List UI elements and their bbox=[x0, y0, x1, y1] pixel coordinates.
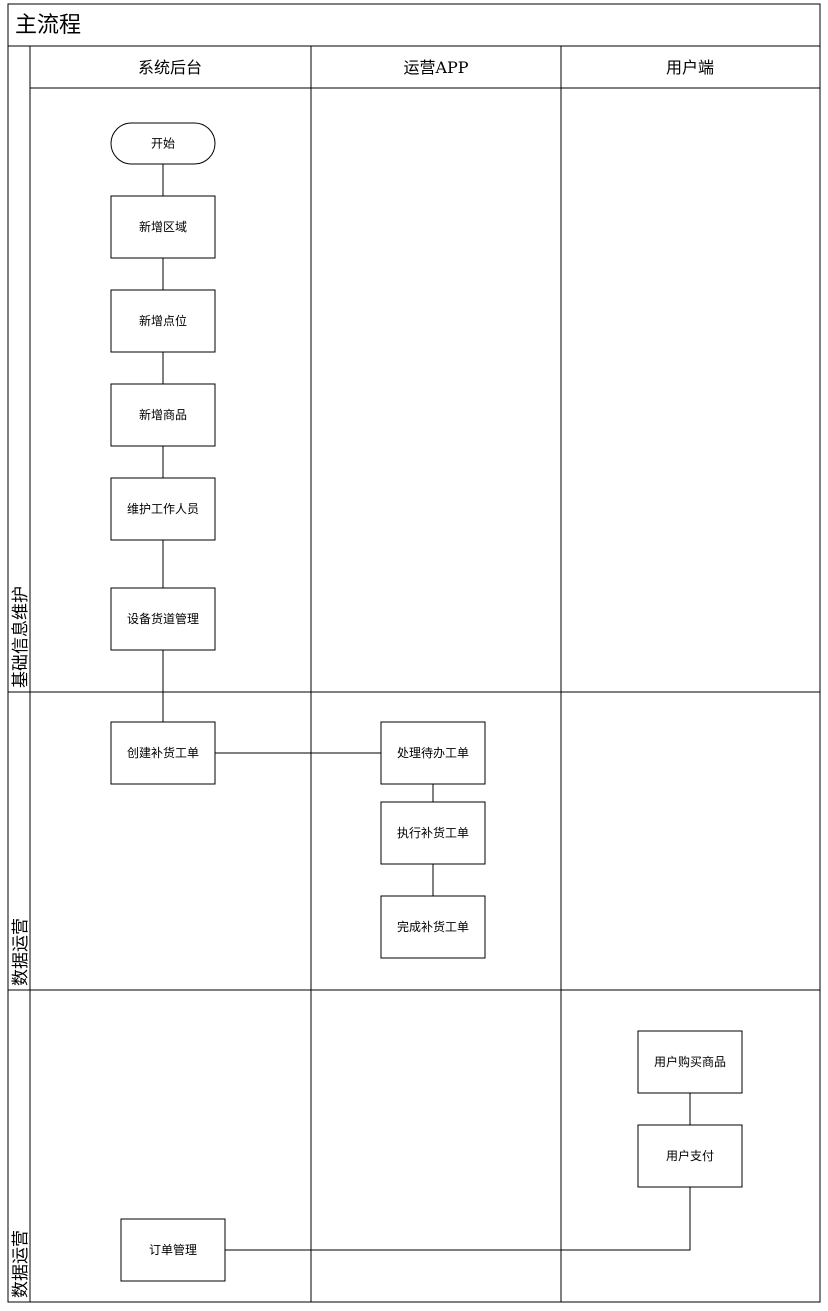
node-order-manage bbox=[120, 1218, 226, 1282]
node-create-order bbox=[110, 721, 216, 785]
lane-header-backend: 系统后台 bbox=[138, 58, 202, 77]
node-user-pay bbox=[637, 1124, 743, 1188]
node-order-manage-label: 订单管理 bbox=[149, 1242, 197, 1257]
node-create-order-label: 创建补货工单 bbox=[127, 745, 199, 760]
node-handle-pending-label: 处理待办工单 bbox=[397, 745, 469, 760]
node-maintain-staff-label: 维护工作人员 bbox=[127, 502, 199, 516]
node-add-product bbox=[110, 383, 216, 447]
node-add-area bbox=[110, 195, 216, 259]
node-start bbox=[110, 122, 216, 165]
stage-label-data-ops-1: 数据运营 bbox=[11, 918, 31, 986]
lane-header-user: 用户端 bbox=[666, 58, 714, 77]
node-device-channel-label: 设备货道管理 bbox=[127, 611, 199, 626]
outer-frame bbox=[7, 3, 821, 1303]
node-execute-order bbox=[380, 801, 486, 865]
node-user-buy-label: 用户购买商品 bbox=[654, 1054, 726, 1069]
node-add-area-label: 新增区域 bbox=[139, 219, 187, 234]
node-start-label: 开始 bbox=[151, 137, 175, 151]
node-add-point-label: 新增点位 bbox=[139, 313, 187, 328]
node-add-product-label: 新增商品 bbox=[139, 407, 187, 422]
node-complete-order-label: 完成补货工单 bbox=[397, 919, 469, 934]
node-device-channel bbox=[110, 587, 216, 651]
node-handle-pending bbox=[380, 721, 486, 785]
node-maintain-staff bbox=[110, 477, 216, 541]
diagram-title: 主流程 bbox=[15, 13, 81, 38]
connector-pay-order bbox=[225, 1187, 691, 1251]
node-user-buy bbox=[637, 1030, 743, 1094]
node-add-point bbox=[110, 289, 216, 353]
node-user-pay-label: 用户支付 bbox=[666, 1148, 714, 1163]
node-execute-order-label: 执行补货工单 bbox=[397, 825, 469, 840]
node-complete-order bbox=[380, 895, 486, 959]
stage-label-basic-info: 基础信息维护 bbox=[11, 586, 31, 688]
stage-label-data-ops-2: 数据运营 bbox=[11, 1230, 31, 1298]
lane-header-ops-app: 运营APP bbox=[403, 58, 468, 77]
